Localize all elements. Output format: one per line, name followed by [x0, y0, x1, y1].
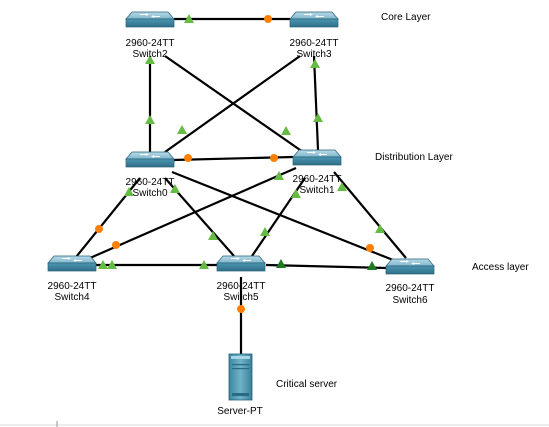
switch1-device[interactable]: 2960-24TT Switch1: [293, 149, 342, 196]
link-switch0-switch6[interactable]: [171, 170, 399, 264]
device-model-label: 2960-24TT: [126, 38, 175, 49]
core-layer-label: Core Layer: [381, 12, 431, 23]
switch6-device[interactable]: 2960-24TT Switch6: [386, 258, 435, 306]
link-switch3-switch0[interactable]: [164, 55, 301, 153]
port-indicator: [313, 113, 323, 122]
port-indicator: [270, 154, 278, 162]
device-model-label: 2960-24TT: [126, 177, 175, 188]
switch0-device[interactable]: 2960-24TT Switch0: [126, 151, 175, 199]
device-model-label: 2960-24TT: [293, 174, 342, 185]
switch4-device[interactable]: 2960-24TT Switch4: [48, 255, 97, 303]
links: [71, 17, 407, 354]
port-indicator: [291, 189, 301, 198]
device-name-label: Switch1: [299, 185, 334, 196]
critical-server-label: Critical server: [276, 379, 338, 390]
forwarding-port-indicators-dark: [276, 259, 377, 270]
port-indicator: [184, 154, 192, 162]
port-indicator: [274, 171, 284, 180]
switch3-device[interactable]: 2960-24TT Switch3: [290, 11, 339, 60]
blocked-port-indicators: [95, 15, 374, 313]
port-indicator: [95, 225, 103, 233]
port-indicator: [124, 187, 134, 196]
port-indicator: [177, 125, 187, 134]
port-indicator: [208, 231, 218, 240]
device-name-label: Switch3: [296, 49, 331, 60]
device-name-label: Switch2: [132, 49, 167, 60]
port-indicator: [112, 241, 120, 249]
port-indicator: [145, 55, 155, 64]
link-switch3-switch1[interactable]: [312, 55, 320, 151]
device-name-label: Switch6: [392, 295, 427, 306]
device-model-label: 2960-24TT: [48, 281, 97, 292]
access-layer-label: Access layer: [472, 262, 529, 273]
port-indicator: [170, 184, 180, 193]
link-switch1-switch5[interactable]: [251, 177, 306, 257]
port-indicator: [281, 126, 291, 135]
link-switch1-switch6[interactable]: [333, 171, 407, 259]
device-name-label: Server-PT: [217, 406, 263, 417]
port-indicator: [199, 260, 209, 269]
server-device[interactable]: Server-PT: [217, 353, 263, 417]
port-indicator: [98, 260, 108, 269]
port-indicator: [337, 182, 347, 191]
port-indicator: [264, 15, 272, 23]
device-model-label: 2960-24TT: [386, 283, 435, 294]
link-switch1-switch4[interactable]: [89, 166, 297, 260]
device-name-label: Switch5: [223, 292, 258, 303]
port-indicator: [107, 260, 117, 269]
port-indicator: [276, 259, 286, 268]
switch5-device[interactable]: 2960-24TT Switch5: [217, 255, 266, 303]
device-name-label: Switch4: [54, 292, 89, 303]
port-indicator: [237, 305, 245, 313]
link-switch5-switch6[interactable]: [265, 263, 387, 270]
port-indicator: [375, 224, 385, 233]
port-indicator: [366, 244, 374, 252]
forwarding-port-indicators: [98, 14, 385, 269]
device-name-label: Switch0: [132, 188, 167, 199]
device-model-label: 2960-24TT: [217, 281, 266, 292]
distribution-layer-label: Distribution Layer: [375, 152, 453, 163]
device-model-label: 2960-24TT: [290, 38, 339, 49]
port-indicator: [260, 227, 270, 236]
port-indicator: [310, 59, 320, 68]
port-indicator: [184, 14, 194, 23]
port-indicator: [367, 261, 377, 270]
port-indicator: [145, 115, 155, 124]
switch2-device[interactable]: 2960-24TT Switch2: [126, 11, 175, 60]
